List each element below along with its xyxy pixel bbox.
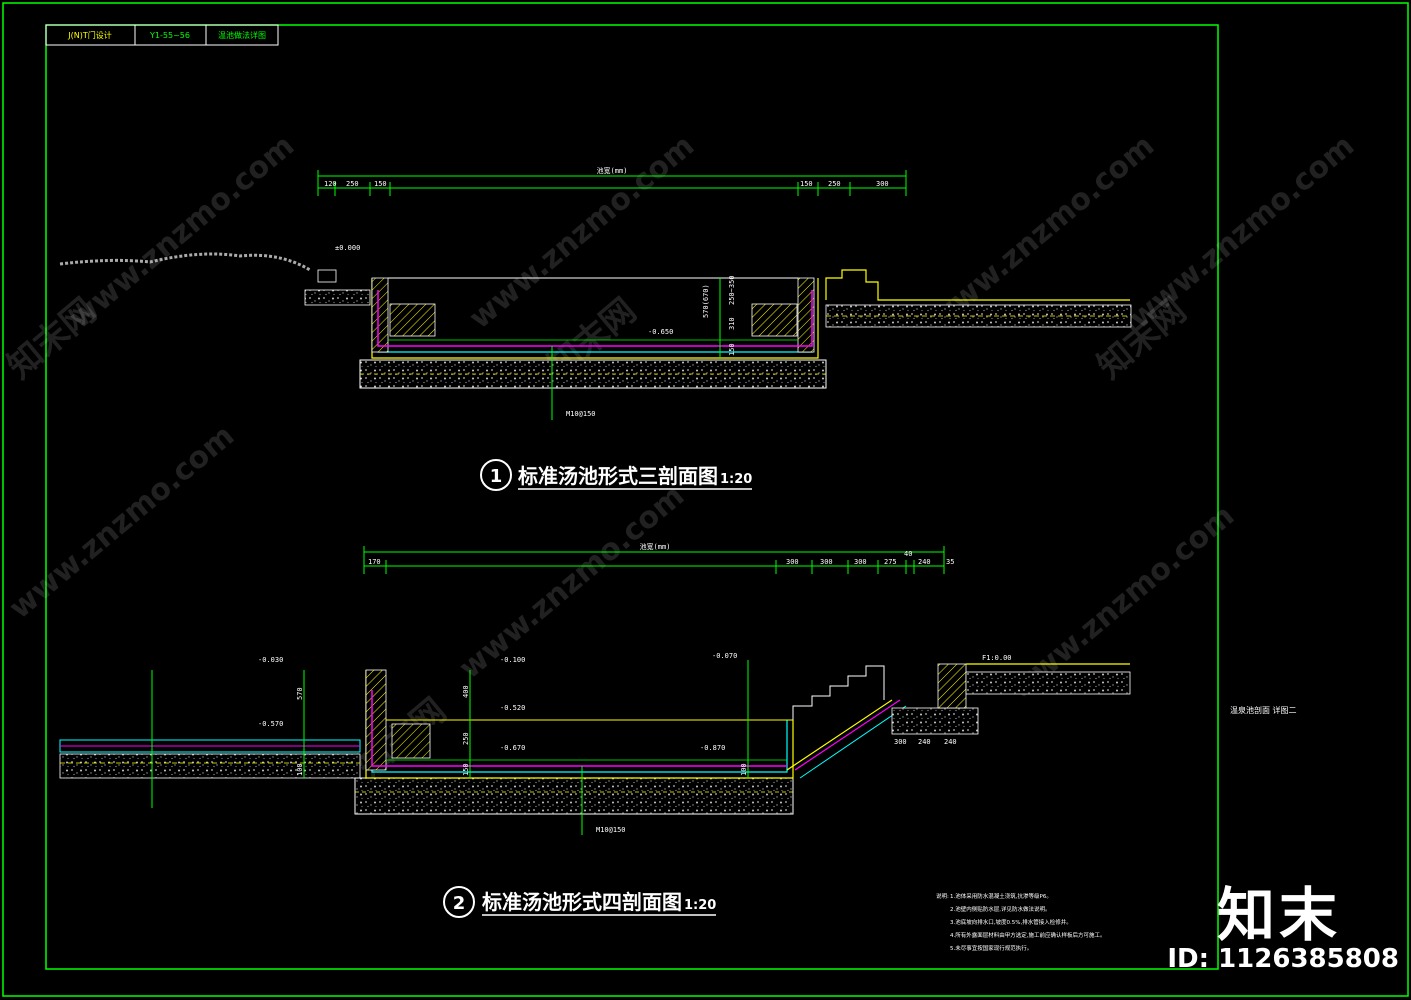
watermark-site: www.znzmo.com bbox=[63, 128, 301, 336]
note-line: 5.未尽事宜按国家现行规范执行。 bbox=[950, 944, 1032, 952]
dim-label: 250 bbox=[462, 732, 470, 745]
dim-label: 150 bbox=[374, 180, 387, 188]
note-line: 4.所有外露面层材料由甲方选定,施工前应确认样板后方可施工。 bbox=[950, 931, 1106, 939]
brand-id: ID: 1126385808 bbox=[1167, 944, 1399, 974]
callout: 250~350 bbox=[728, 275, 736, 305]
section-scale: 1:20 bbox=[684, 898, 716, 913]
callout: M10@150 bbox=[596, 826, 626, 834]
dim-label: 300 bbox=[786, 558, 799, 566]
dim-label: 275 bbox=[884, 558, 897, 566]
watermark-site: www.znzmo.com bbox=[3, 418, 241, 626]
dim-label: 240 bbox=[918, 558, 931, 566]
dim-label: 240 bbox=[918, 738, 931, 746]
section-1-drawing: 池宽(mm) 120 250 150 150 250 300 ±0.000 -0… bbox=[59, 166, 1132, 420]
notes-block: 说明: 1.池体采用防水混凝土浇筑,抗渗等级P6。 2.池壁内侧贴防水层,详见防… bbox=[936, 892, 1106, 952]
watermark-brand: 知末网 bbox=[0, 291, 104, 387]
dim-label: 40 bbox=[904, 550, 912, 558]
dim-label: 300 bbox=[820, 558, 833, 566]
dim-label: 170 bbox=[368, 558, 381, 566]
dim-label: 400 bbox=[462, 685, 470, 698]
section-number-badge bbox=[443, 886, 475, 918]
callout: -0.520 bbox=[500, 704, 525, 712]
callout: ±0.000 bbox=[335, 244, 360, 252]
callout: -0.650 bbox=[648, 328, 673, 336]
dim-label: 300 bbox=[876, 180, 889, 188]
overall-dim-1: 池宽(mm) bbox=[597, 166, 628, 175]
dim-label: 100 bbox=[740, 763, 748, 776]
dim-label: 150 bbox=[462, 763, 470, 776]
dim-label: 250 bbox=[828, 180, 841, 188]
section-number: 1 bbox=[490, 466, 503, 487]
callout: -0.030 bbox=[258, 656, 283, 664]
callout: 150 bbox=[728, 343, 736, 356]
note-line: 2.池壁内侧贴防水层,详见防水做法说明。 bbox=[950, 905, 1051, 913]
section-title: 标准汤池形式三剖面图 bbox=[518, 464, 718, 488]
brand-watermark: 知末 bbox=[1216, 881, 1341, 949]
overall-dim-2: 池宽(mm) bbox=[640, 542, 671, 551]
callout: -0.100 bbox=[500, 656, 525, 664]
title-block-project: J(N)T门设计 bbox=[67, 30, 111, 40]
section-1-title: 1 标准汤池形式三剖面图 1:20 bbox=[480, 459, 752, 491]
callout: -0.870 bbox=[700, 744, 725, 752]
dim-label: 300 bbox=[854, 558, 867, 566]
callout: -0.670 bbox=[500, 744, 525, 752]
dim-label: 100 bbox=[296, 763, 304, 776]
callout: -0.070 bbox=[712, 652, 737, 660]
dim-label: 120 bbox=[324, 180, 337, 188]
dim-label: 250 bbox=[346, 180, 359, 188]
callout: -0.570 bbox=[258, 720, 283, 728]
dim-label: 300 bbox=[894, 738, 907, 746]
notes-label: 说明: bbox=[936, 892, 949, 900]
section-number: 2 bbox=[453, 893, 466, 914]
note-line: 3.池底坡向排水口,坡度0.5%,排水管接入检修井。 bbox=[950, 918, 1072, 926]
section-scale: 1:20 bbox=[720, 472, 752, 487]
title-block-name: 温池做法详图 bbox=[218, 30, 266, 40]
dim-label: 240 bbox=[944, 738, 957, 746]
dim-label: 150 bbox=[800, 180, 813, 188]
callout: M10@150 bbox=[566, 410, 596, 418]
section-2-drawing: 池宽(mm) 170 300 300 300 275 40 240 35 bbox=[59, 542, 1131, 835]
inner-frame bbox=[45, 24, 1219, 970]
dim-label: 35 bbox=[946, 558, 954, 566]
callout: 570(670) bbox=[702, 284, 710, 318]
note-line: 1.池体采用防水混凝土浇筑,抗渗等级P6。 bbox=[950, 892, 1052, 900]
section-2-title: 2 标准汤池形式四剖面图 1:20 bbox=[443, 886, 716, 918]
watermark-site: www.znzmo.com bbox=[453, 478, 691, 686]
callout: 310 bbox=[728, 317, 736, 330]
watermark-site: www.znzmo.com bbox=[463, 128, 701, 336]
watermarks: www.znzmo.com www.znzmo.com www.znzmo.co… bbox=[0, 128, 1361, 787]
section-title: 标准汤池形式四剖面图 bbox=[482, 890, 682, 914]
title-block-sheet: Y1-55~56 bbox=[149, 31, 190, 40]
section-number-badge bbox=[480, 459, 512, 491]
side-label: 温泉池剖面 详图二 bbox=[1230, 705, 1297, 715]
dim-label: 570 bbox=[296, 687, 304, 700]
callout: F1:0.00 bbox=[982, 654, 1012, 662]
title-block: J(N)T门设计 Y1-55~56 温池做法详图 bbox=[45, 24, 279, 46]
